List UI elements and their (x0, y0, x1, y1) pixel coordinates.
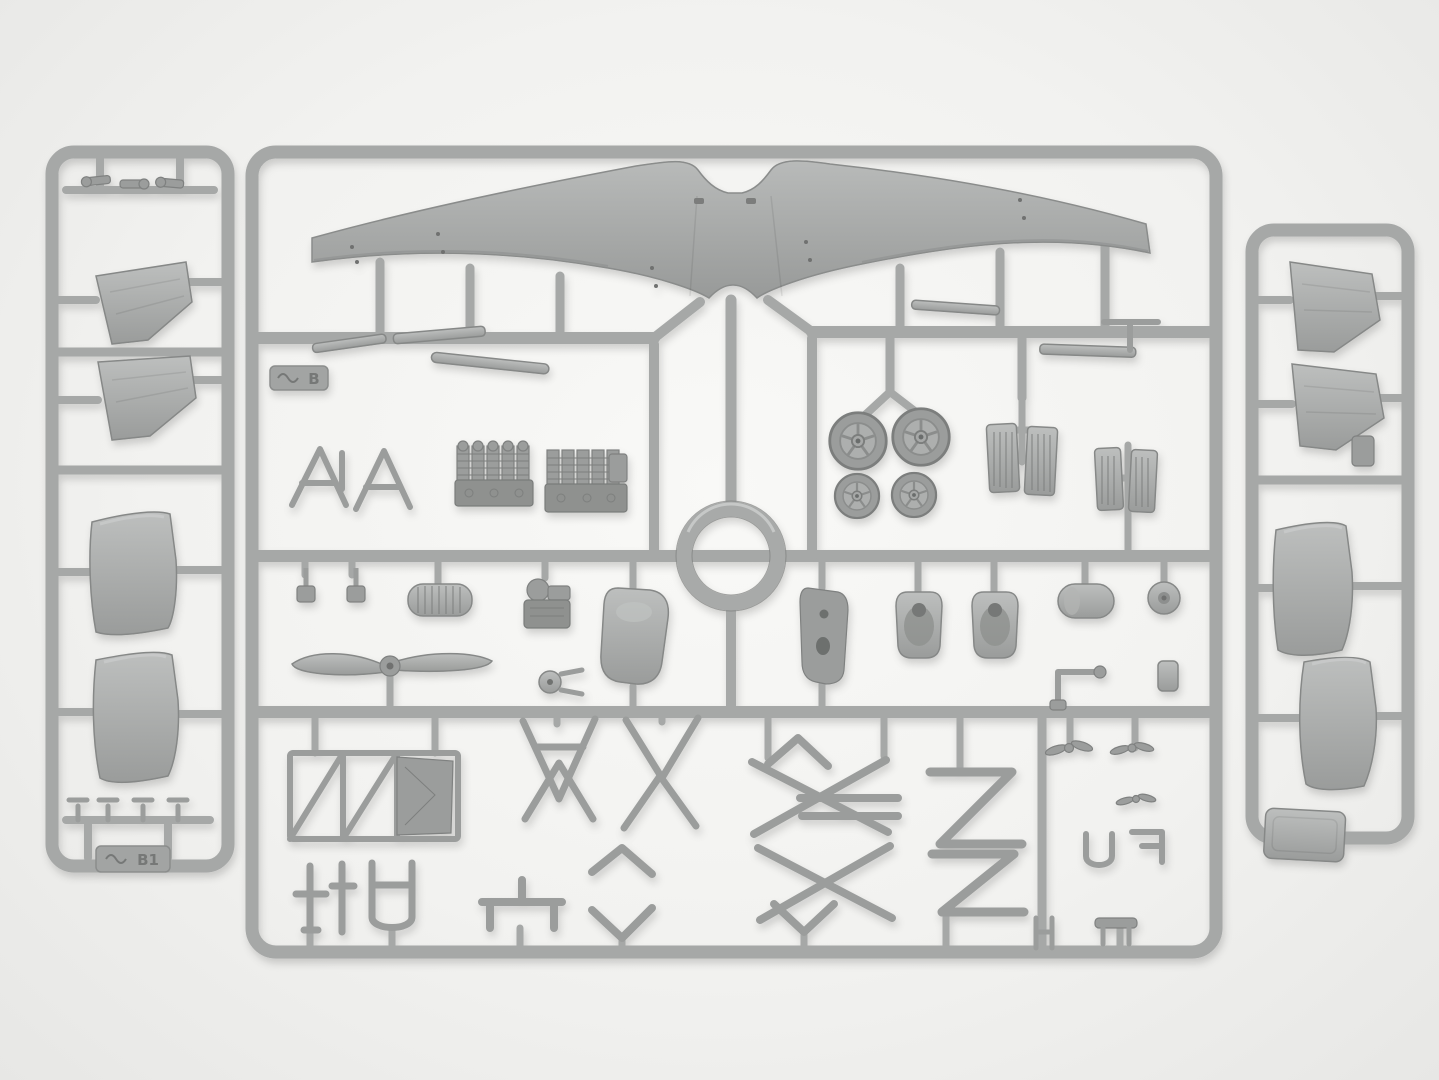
cowling-panel-left-2 (92, 651, 180, 784)
left-sprue: B1 (45, 145, 235, 873)
windmill-generator-3 (1115, 793, 1157, 806)
brand-logo-mark (105, 854, 127, 864)
engine-block-right (544, 449, 628, 513)
interplane-strut-frames (748, 734, 902, 936)
left-sprue-label: B1 (137, 851, 159, 869)
clevis-fitting-2 (346, 568, 366, 603)
main-sprue-label: B (308, 370, 319, 388)
wheel-small-1 (833, 472, 881, 520)
wheel-small-2 (890, 471, 938, 519)
propeller (291, 652, 494, 677)
sprue-tag-b1: B1 (95, 845, 171, 873)
access-panel (600, 587, 670, 685)
pilot-seat-2 (971, 591, 1019, 659)
tiny-bar-fitting (1094, 917, 1138, 947)
triangle-struts (519, 715, 599, 823)
pilot-seat-1 (895, 591, 943, 659)
cowling-panel-right-2 (1299, 656, 1378, 791)
fuel-tank-cylinder (1057, 583, 1115, 619)
carburetor-part (523, 578, 571, 629)
l-strut-2 (328, 860, 358, 936)
pulley-fitting (538, 667, 585, 697)
tailplane-half-1 (95, 261, 193, 345)
tailplane-half-3 (1289, 261, 1381, 353)
main-sprue: B (245, 145, 1223, 959)
hand-pump (1049, 665, 1107, 711)
angle-bracket (1129, 829, 1165, 865)
fuselage-decking (799, 587, 849, 685)
clevis-fitting-1 (296, 568, 316, 603)
small-box-part (1351, 435, 1375, 467)
cowling-panel-left-1 (89, 511, 178, 636)
tailplane-half-2 (97, 355, 197, 441)
radiator-halves-1 (985, 422, 1059, 497)
t-fitting (1101, 319, 1161, 353)
wheel-large-2 (891, 407, 951, 467)
right-sprue (1245, 223, 1415, 863)
strut-clamp (1083, 831, 1115, 868)
cowl-ring (675, 500, 787, 612)
windmill-generator-2 (1109, 742, 1155, 755)
sprue-tag-b: B (269, 365, 329, 391)
exhaust-strips (311, 299, 1161, 375)
brand-logo-mark (277, 373, 299, 383)
tiny-h-fitting (1033, 915, 1055, 951)
handlebar-strut (478, 876, 566, 932)
radiator-halves-2 (1093, 446, 1159, 514)
small-pulley-disc (1147, 581, 1181, 615)
wheel-large-1 (828, 411, 888, 471)
chevron-struts (588, 844, 656, 942)
tailplane-half-4 (1291, 363, 1385, 451)
small-canister (1157, 660, 1179, 692)
a-frame-struts (289, 446, 413, 512)
u-strut (368, 859, 416, 931)
engine-block-left (454, 440, 534, 507)
fuselage-side-frame (287, 750, 461, 842)
windmill-generator-1 (1044, 740, 1094, 756)
tiny-fittings-row (66, 797, 190, 823)
cowling-panel-right-1 (1272, 521, 1354, 657)
floor-plate-part (1263, 807, 1347, 863)
wing-rigging-holes (350, 198, 1026, 288)
zigzag-frames (925, 767, 1029, 917)
finned-cylinder (407, 583, 473, 617)
upper-wing (311, 160, 1151, 299)
l-strut-1 (292, 862, 330, 934)
small-fittings-row (80, 174, 185, 190)
cabane-struts (620, 714, 702, 832)
